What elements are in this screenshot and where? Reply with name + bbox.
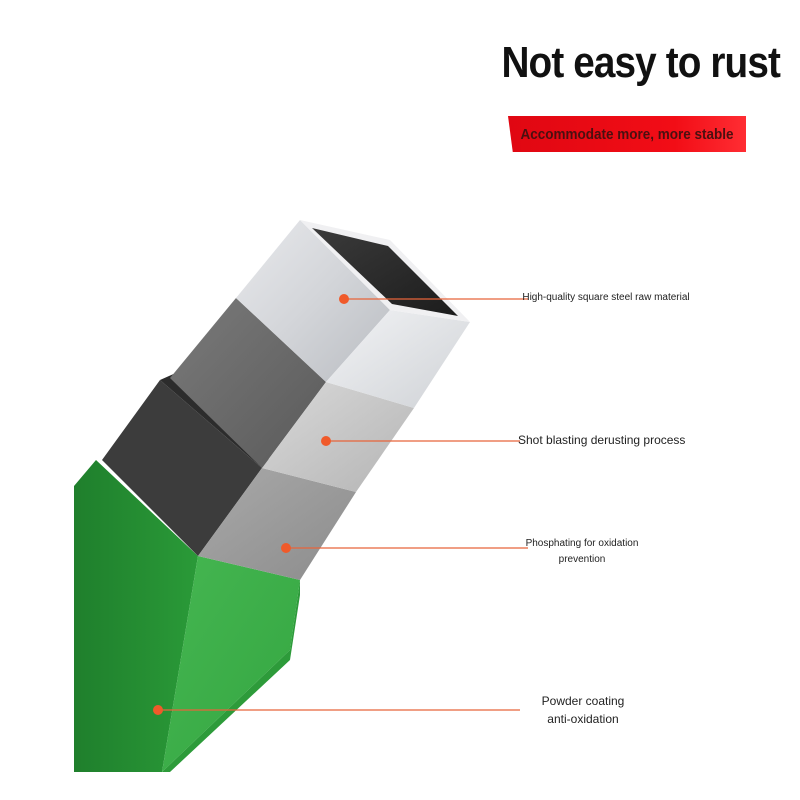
callout-label-shot-blasting: Shot blasting derusting process	[518, 433, 686, 447]
tagline-banner	[508, 116, 746, 152]
powder-coating-layer	[74, 460, 300, 772]
callout-dots	[153, 294, 349, 715]
callout-label-steel: High-quality square steel raw material	[522, 292, 690, 303]
callout-dot-icon	[339, 294, 349, 304]
page-title: Not easy to rust	[501, 38, 780, 87]
callout-lines	[158, 298, 528, 711]
callout-dot-icon	[281, 543, 291, 553]
phosphating-layer	[198, 468, 356, 580]
callout-dot-icon	[153, 705, 163, 715]
raw-steel-layer	[236, 220, 470, 408]
mid-grey-layer	[170, 298, 326, 468]
callout-dot-icon	[321, 436, 331, 446]
shot-blasted-layer	[262, 382, 414, 492]
callout-label-powder-coating: Powder coating anti-oxidation	[541, 694, 625, 726]
callout-label-phosphating: Phosphating for oxidation prevention	[525, 538, 639, 565]
tagline-text: Accommodate more, more stable	[520, 125, 734, 143]
